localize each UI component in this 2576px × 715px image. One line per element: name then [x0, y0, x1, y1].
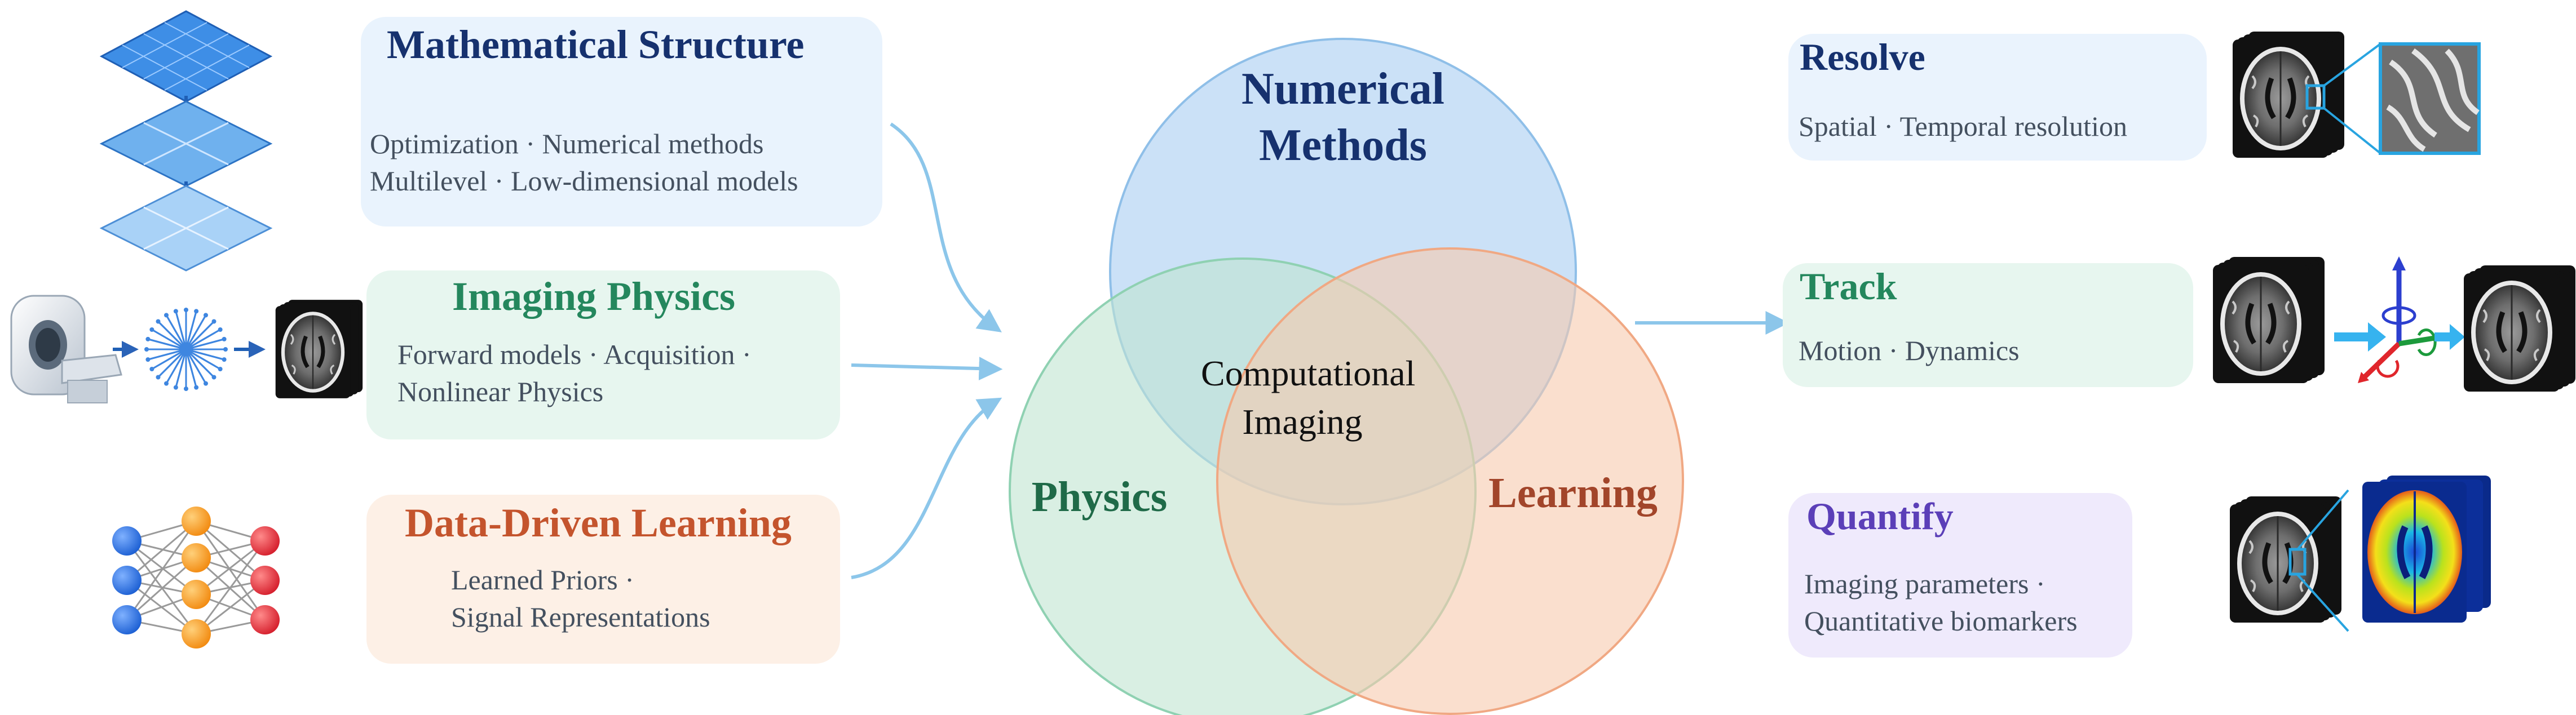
neural-network-icon	[112, 507, 280, 649]
learning-circle	[1216, 247, 1684, 715]
brain-mri-icon	[276, 300, 363, 398]
hidden-node	[182, 543, 211, 572]
kspace-spoke-end	[218, 327, 223, 332]
quantify-card: Quantify Imaging parameters · Quantitati…	[1788, 493, 2132, 658]
arrow-math-to-venn	[890, 122, 1002, 332]
hidden-node	[182, 619, 211, 649]
output-node	[250, 605, 280, 634]
kspace-spoke-end	[173, 309, 178, 314]
input-node	[112, 526, 142, 556]
card-title: Quantify	[1806, 495, 1954, 538]
output-node	[250, 526, 280, 556]
track-card: Track Motion · Dynamics	[1783, 263, 2193, 387]
brain-mri-icon	[2213, 257, 2325, 383]
kspace-spoke-end	[222, 336, 227, 341]
physics-label: Physics	[1031, 473, 1168, 521]
computational-imaging-label: Computational Imaging	[1201, 349, 1416, 446]
parameter-map-icon	[2288, 476, 2491, 632]
arrow-physics-to-venn	[851, 357, 1003, 381]
card-line: Optimization · Numerical methods	[370, 128, 764, 159]
kspace-spoke-end	[144, 347, 149, 352]
input-node	[112, 566, 142, 595]
venn-label-line: Numerical	[1241, 64, 1444, 114]
card-line: Nonlinear Physics	[397, 376, 604, 407]
kspace-spoke-end	[204, 313, 208, 318]
card-title: Resolve	[1800, 35, 1925, 78]
arrow-learning-to-venn	[851, 397, 1002, 579]
network-edge	[126, 520, 197, 581]
card-line: Spatial · Temporal resolution	[1799, 110, 2127, 142]
venn-label-line: Imaging	[1242, 402, 1363, 442]
input-node	[112, 605, 142, 634]
card-line: Forward models · Acquisition ·	[397, 339, 752, 370]
kspace-spoke-end	[149, 327, 154, 332]
network-edge	[195, 540, 266, 634]
learning-label: Learning	[1488, 469, 1658, 517]
card-line: Imaging parameters ·	[1804, 568, 2045, 599]
numerical-methods-label: Numerical Methods	[1212, 61, 1474, 174]
mri-scanner-icon	[10, 295, 139, 403]
imaging-physics-card: Imaging Physics Forward models · Acquisi…	[366, 270, 840, 439]
card-title: Imaging Physics	[452, 274, 736, 319]
venn-label-line: Methods	[1259, 121, 1427, 170]
network-edge	[195, 521, 266, 620]
network-edge	[196, 520, 266, 581]
card-title: Track	[1800, 265, 1897, 308]
zoom-inset	[2305, 42, 2481, 155]
venn-label-line: Computational	[1201, 353, 1416, 393]
layered-grid-icon	[99, 10, 273, 272]
kspace-spoke-end	[184, 308, 188, 312]
brain-mri-icon	[2233, 32, 2344, 158]
kspace-spoke	[147, 338, 225, 361]
mathematical-structure-card: Mathematical Structure Optimization · Nu…	[361, 17, 882, 227]
card-title: Data-Driven Learning	[405, 500, 792, 545]
kspace-spoke-end	[194, 309, 199, 314]
data-driven-learning-card: Data-Driven Learning Learned Priors · Si…	[366, 495, 840, 664]
network-edge	[126, 521, 197, 620]
brain-mri-icon	[2464, 265, 2575, 392]
kspace-spoke-end	[156, 319, 161, 324]
card-line: Multilevel · Low-dimensional models	[370, 165, 798, 197]
card-line: Signal Representations	[451, 601, 710, 633]
card-title: Mathematical Structure	[387, 22, 805, 67]
motion-axes-icon	[2334, 256, 2465, 383]
kspace-spoke-end	[145, 336, 151, 341]
hidden-node	[182, 580, 211, 609]
output-node	[250, 566, 280, 595]
card-line: Learned Priors ·	[451, 564, 634, 596]
kspace-spoke-end	[211, 319, 216, 324]
network-edge	[126, 557, 197, 621]
hidden-node	[182, 507, 211, 536]
card-line: Motion · Dynamics	[1799, 335, 2020, 366]
card-line: Quantitative biomarkers	[1804, 605, 2078, 637]
radial-kspace-icon	[144, 308, 228, 391]
kspace-spoke-end	[164, 313, 169, 318]
resolve-card: Resolve Spatial · Temporal resolution	[1788, 34, 2207, 161]
